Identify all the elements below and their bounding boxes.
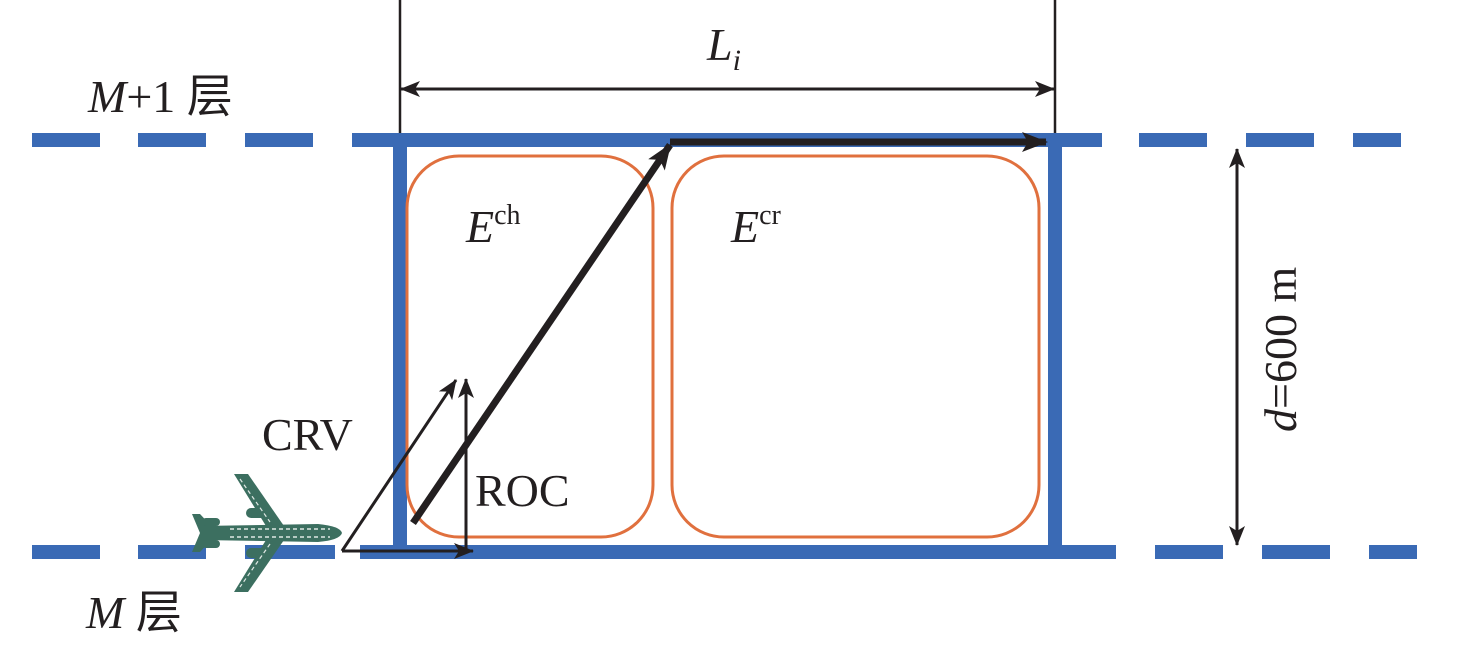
- climb-region-label: Ech: [465, 200, 521, 252]
- cruise-region-outline: [670, 154, 1041, 539]
- separation-label: d=600 m: [1255, 267, 1306, 432]
- cruise-region-label: Ecr: [730, 200, 782, 252]
- roc-label: ROC: [475, 465, 570, 516]
- climb-trajectory-arrow: [410, 143, 673, 525]
- segment-right-wall: [1048, 133, 1062, 559]
- lower-layer-line: [32, 545, 1417, 559]
- climb-region-outline: [405, 154, 655, 539]
- upper-layer-label: M+1 层: [87, 71, 233, 122]
- crv-label: CRV: [262, 409, 353, 460]
- lower-layer-label: M 层: [85, 587, 182, 638]
- airplane-icon: [192, 474, 342, 592]
- crv-vector-arrow: [340, 379, 458, 552]
- segment-left-wall: [393, 133, 407, 559]
- segment-length-label: Li: [706, 19, 741, 77]
